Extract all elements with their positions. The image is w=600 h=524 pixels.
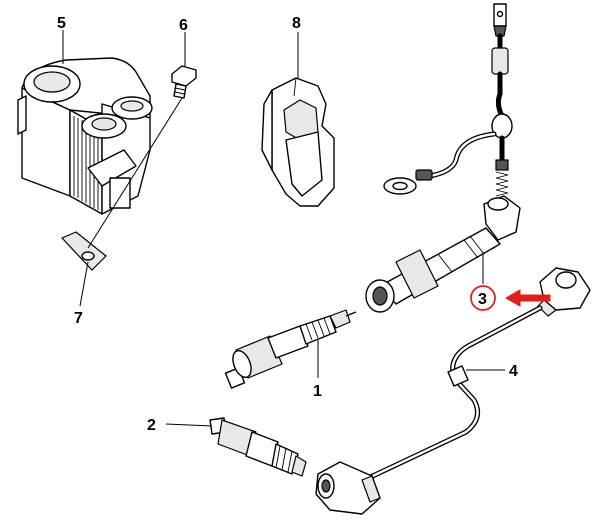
highlight-callout-3 — [470, 285, 551, 311]
callout-3: 3 — [478, 291, 487, 308]
callout-6: 6 — [179, 17, 188, 34]
screw-icon — [171, 65, 197, 99]
callout-4: 4 — [509, 363, 518, 380]
callout-2: 2 — [147, 417, 156, 434]
ignition-coil-icon — [17, 57, 153, 215]
callout-5: 5 — [57, 15, 66, 32]
spark-plug-icon — [209, 417, 307, 477]
arrow-left-icon — [504, 289, 551, 307]
spark-plug-connector-icon — [365, 3, 521, 313]
washer-plate-icon — [61, 231, 107, 271]
highlight-ring — [470, 285, 496, 311]
callout-8: 8 — [292, 15, 301, 32]
spark-plug-icon — [224, 309, 357, 389]
ignition-lead-icon — [315, 267, 591, 515]
callout-1: 1 — [313, 383, 322, 400]
callout-7: 7 — [74, 310, 83, 327]
bracket-clip-icon — [261, 77, 335, 207]
leader-lines — [62, 30, 505, 427]
